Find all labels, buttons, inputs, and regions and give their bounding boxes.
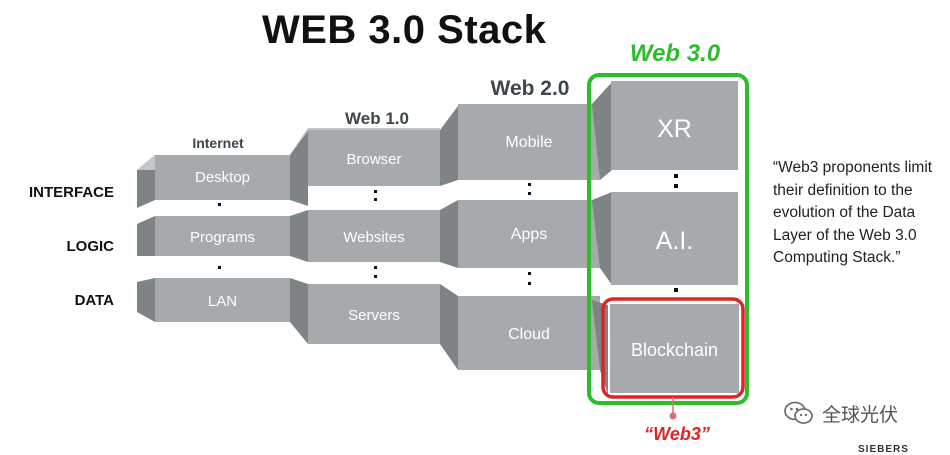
cell-apps: Apps [510,226,548,243]
wechat-icon [784,401,813,424]
column-header-web2: Web 2.0 [490,77,570,100]
servers-block [308,284,440,344]
internet-blocks [137,155,290,322]
cell-programs: Programs [189,229,256,246]
row-separator-dots [218,174,678,292]
ai-block [611,192,738,285]
row-label-logic: LOGIC [66,238,115,255]
web3-tag: “Web3” [644,424,710,444]
web3-blocks [610,81,739,393]
connector-1b [290,210,308,262]
row-label-data: DATA [74,292,114,309]
connector-1c [290,278,308,344]
web2-blocks [458,104,600,370]
cell-browser: Browser [346,151,402,168]
web3-callout-dot [669,412,677,420]
cell-desktop: Desktop [194,169,251,186]
xr-block [611,81,738,170]
footer-fragment: SIEBERS [858,444,909,455]
cell-xr: XR [657,115,692,143]
cell-blockchain: Blockchain [630,340,719,360]
websites-block [308,210,440,262]
connector-3b [592,192,612,285]
connector-2c [440,284,458,370]
apps-block [458,200,600,268]
web1-blocks [290,128,440,344]
programs-block-side [137,216,155,256]
cell-lan: LAN [207,293,238,310]
cloud-block [458,296,600,370]
programs-block [155,216,290,256]
web3-highlight-frame [587,73,749,405]
cell-websites: Websites [343,229,405,246]
connector-3a [592,82,612,180]
connector-2b [440,200,458,268]
page-title: WEB 3.0 Stack [262,8,547,52]
column-header-internet: Internet [192,135,244,151]
connector-2a [440,106,458,186]
cell-cloud: Cloud [508,326,550,343]
column-header-web1: Web 1.0 [345,109,409,128]
lan-block [155,278,290,322]
connector-1a [290,128,308,206]
row-label-interface: INTERFACE [28,184,114,201]
cell-mobile: Mobile [505,134,553,151]
cell-ai: A.I. [655,227,694,255]
desktop-block [155,155,290,200]
watermark: 全球光伏 [784,398,934,428]
lan-block-side [137,278,155,322]
mobile-block [458,104,600,180]
browser-block [308,130,440,186]
watermark-text: 全球光伏 [822,404,899,426]
blockchain-block [610,304,739,393]
column-header-web3: Web 3.0 [629,40,721,67]
cell-servers: Servers [348,307,400,324]
web3-definition-quote: “Web3 proponents limit their definition … [773,159,933,266]
